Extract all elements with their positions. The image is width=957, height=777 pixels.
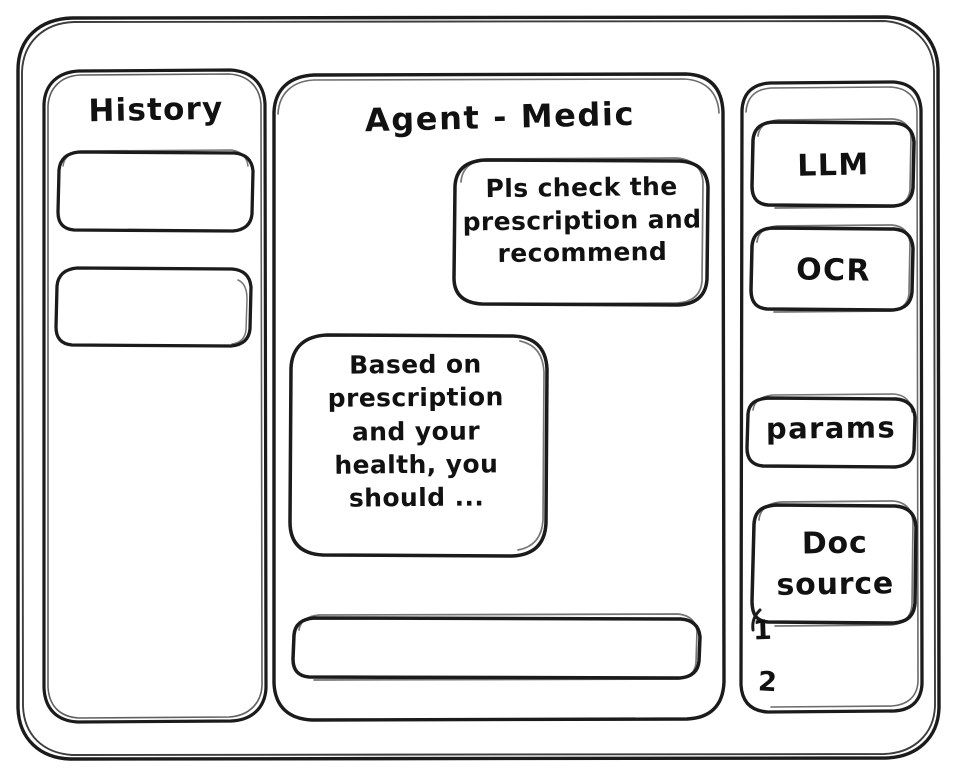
user-message-text: Pls check the prescription and recommend: [462, 171, 702, 269]
doc-source-line-1: Doc: [801, 525, 868, 562]
agent-panel-title: Agent - Medic: [364, 94, 636, 140]
tool-doc-source-label: Doc source: [751, 522, 918, 607]
doc-source-item-2[interactable]: 2: [757, 666, 779, 699]
tool-ocr-label: OCR: [795, 252, 872, 289]
assistant-message-text: Based on prescription and your health, y…: [327, 349, 504, 513]
history-panel-title: History: [88, 90, 224, 130]
doc-source-line-2: source: [776, 566, 895, 604]
chat-input-field[interactable]: [306, 627, 690, 671]
doc-source-item-1[interactable]: 1: [752, 614, 773, 647]
tool-params-label: params: [765, 410, 897, 446]
tool-llm-label: LLM: [796, 147, 870, 184]
